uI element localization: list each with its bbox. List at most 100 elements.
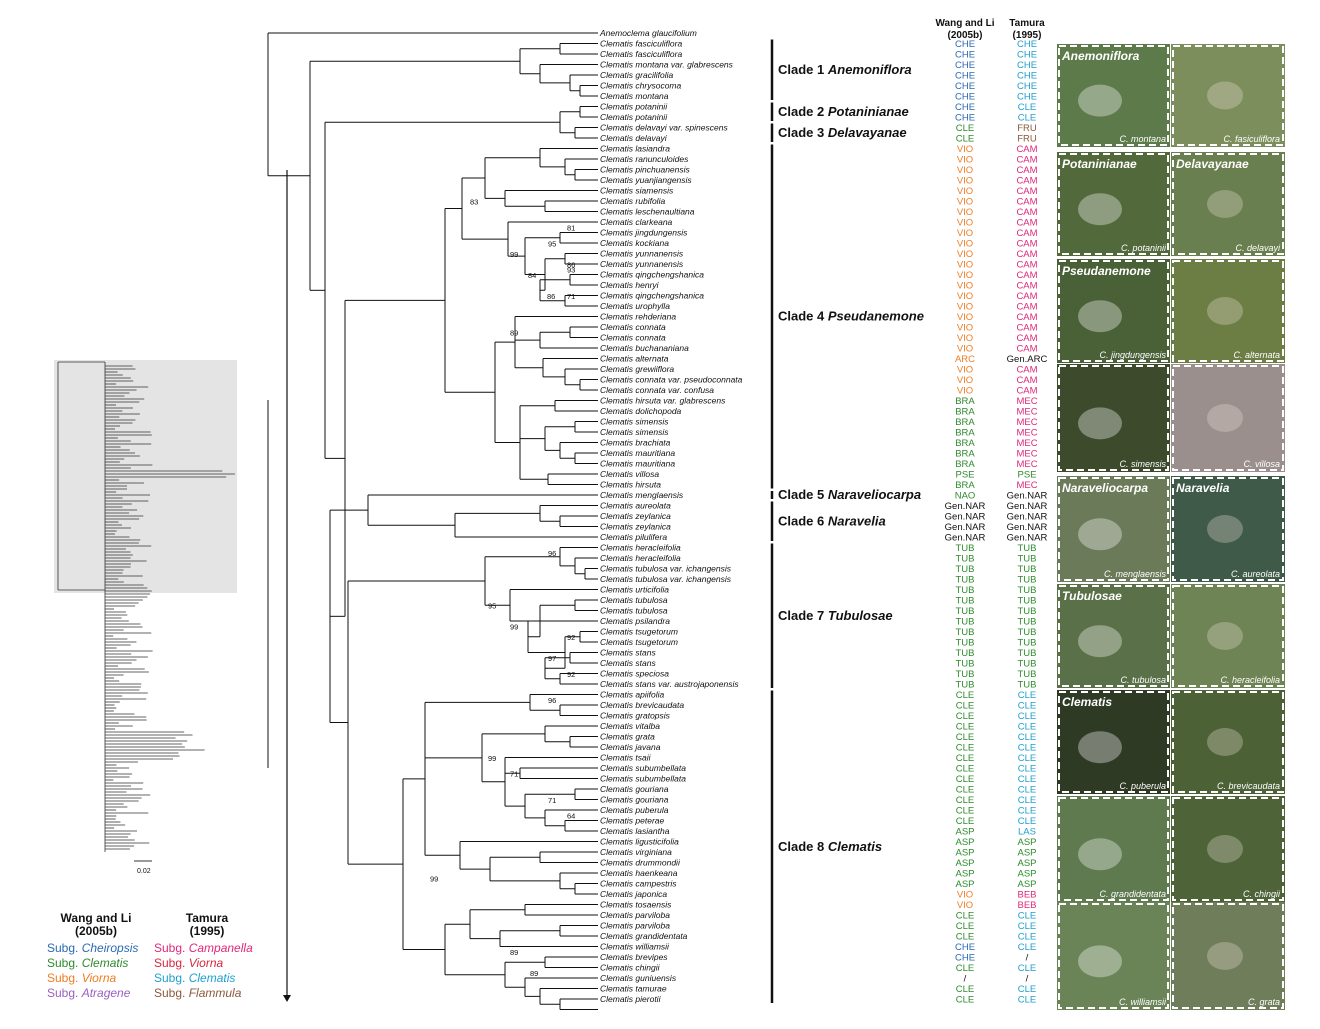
tamura-code: LAS	[1018, 827, 1036, 838]
photo-caption: C. fasiculiflora	[1223, 134, 1280, 144]
tamura-code: Gen.NAR	[1007, 501, 1048, 512]
taxon-label: Clematis connata	[600, 322, 666, 332]
taxon-label: Clematis lasiandra	[600, 144, 670, 154]
tamura-code: CAM	[1016, 239, 1037, 250]
flower-shape	[1207, 942, 1243, 970]
wang-code: VIO	[957, 302, 973, 313]
tamura-code: CLE	[1018, 816, 1036, 827]
wang-code: CHE	[955, 113, 975, 124]
wang-code: CLE	[956, 134, 974, 145]
taxon-label: Clematis tosaensis	[600, 900, 672, 910]
flower-shape	[1078, 518, 1122, 551]
taxon-label: Clematis ligusticifolia	[600, 837, 679, 847]
main-tree	[267, 32, 598, 1010]
photo-left	[1057, 152, 1170, 256]
taxon-label: Clematis javana	[600, 742, 661, 752]
wang-code: CHE	[955, 50, 975, 61]
wang-code: ASP	[955, 858, 974, 869]
photo-caption: C. jingdungensis	[1099, 350, 1166, 360]
tamura-code: CAM	[1016, 312, 1037, 323]
taxon-label: Clematis grandidentata	[600, 931, 688, 941]
bootstrap-value: 99	[510, 623, 518, 632]
bootstrap-value: 93	[567, 266, 575, 275]
wang-code: CLE	[956, 995, 974, 1006]
wang-code: VIO	[957, 155, 973, 166]
taxon-label: Clematis fasciculiflora	[600, 49, 682, 59]
photo-frame	[1058, 691, 1169, 793]
bootstrap-value: 99	[430, 875, 438, 884]
tamura-code: CAM	[1016, 375, 1037, 386]
taxon-label: Clematis simensis	[600, 427, 669, 437]
legend: Wang and Li(2005b)Tamura(1995)Subg. Chei…	[47, 911, 253, 1000]
legend-item: Subg. Flammula	[154, 986, 242, 1000]
flower-shape	[1078, 300, 1122, 333]
taxon-label: Clematis brevipes	[600, 952, 668, 962]
wang-code: CLE	[956, 806, 974, 817]
taxon-label: Clematis chrysocoma	[600, 81, 682, 91]
tamura-code: CLE	[1018, 911, 1036, 922]
bootstrap-value: 95	[548, 239, 556, 248]
clade-label: Clade 7 Tubulosae	[778, 608, 893, 623]
tamura-code: CHE	[1017, 50, 1037, 61]
wang-code: VIO	[957, 249, 973, 260]
tamura-code: CAM	[1016, 176, 1037, 187]
wang-code: VIO	[957, 207, 973, 218]
clade-label: Clade 8 Clematis	[778, 839, 882, 854]
legend-item: Subg. Cheiropsis	[47, 941, 138, 955]
photo-frame	[1058, 903, 1169, 1009]
taxon-label: Clematis virginiana	[600, 847, 672, 857]
taxon-label: Clematis stans	[600, 648, 656, 658]
tamura-code: /	[1026, 953, 1029, 964]
taxon-label: Clematis buchananiana	[600, 343, 689, 353]
wang-code: TUB	[956, 638, 975, 649]
wang-code: VIO	[957, 312, 973, 323]
wang-code: ARC	[955, 354, 975, 365]
photo-frame	[1172, 797, 1284, 901]
taxon-label: Clematis stans	[600, 658, 656, 668]
taxon-label: Clematis yunnanensis	[600, 249, 684, 259]
tamura-code: MEC	[1016, 459, 1037, 470]
taxon-label: Clematis potaninii	[600, 102, 668, 112]
taxon-label: Clematis pinchuanensis	[600, 165, 691, 175]
taxon-label: Clematis lasiantha	[600, 826, 670, 836]
flower-shape	[1078, 945, 1122, 978]
taxon-label: Clematis gouriana	[600, 795, 669, 805]
taxon-label: Clematis gracilifolia	[600, 70, 673, 80]
photo-title: Naraveliocarpa	[1062, 481, 1148, 495]
tamura-code: CAM	[1016, 344, 1037, 355]
tamura-code: CLE	[1018, 764, 1036, 775]
tamura-code: TUB	[1018, 585, 1037, 596]
legend-header: Tamura	[186, 911, 229, 925]
overview-scale-label: 0.02	[137, 868, 151, 875]
tamura-code: MEC	[1016, 449, 1037, 460]
photo-frame	[1172, 260, 1284, 362]
legend-item: Subg. Clematis	[47, 956, 128, 970]
tamura-code: CLE	[1018, 743, 1036, 754]
photo-title: Anemoniflora	[1061, 49, 1140, 63]
taxon-label: Clematis psilandra	[600, 616, 670, 626]
legend-header: (1995)	[190, 924, 225, 938]
tamura-code: CHE	[1017, 39, 1037, 50]
photo-right	[1171, 152, 1285, 256]
legend-item: Subg. Campanella	[154, 941, 253, 955]
tamura-code: ASP	[1017, 869, 1036, 880]
wang-code: CLE	[956, 932, 974, 943]
taxon-label: Clematis williamsii	[600, 942, 670, 952]
photo-left	[1057, 796, 1170, 902]
wang-code: CLE	[956, 774, 974, 785]
taxon-label: Clematis drummondii	[600, 858, 681, 868]
wang-code: VIO	[957, 323, 973, 334]
taxon-label: Clematis zeylanica	[600, 522, 671, 532]
photo-caption: C. brevicaudata	[1217, 781, 1280, 791]
tamura-code: TUB	[1018, 648, 1037, 659]
tamura-code: CAM	[1016, 155, 1037, 166]
tamura-code: FRU	[1017, 123, 1037, 134]
photo-caption: C. simensis	[1119, 459, 1166, 469]
taxon-label: Anemoclema glaucifolium	[599, 28, 697, 38]
taxon-label: Clematis yunnanensis	[600, 259, 684, 269]
photo-caption: C. puberula	[1119, 781, 1166, 791]
tamura-code: ASP	[1017, 858, 1036, 869]
tamura-code: TUB	[1018, 564, 1037, 575]
wang-code: BRA	[955, 396, 975, 407]
